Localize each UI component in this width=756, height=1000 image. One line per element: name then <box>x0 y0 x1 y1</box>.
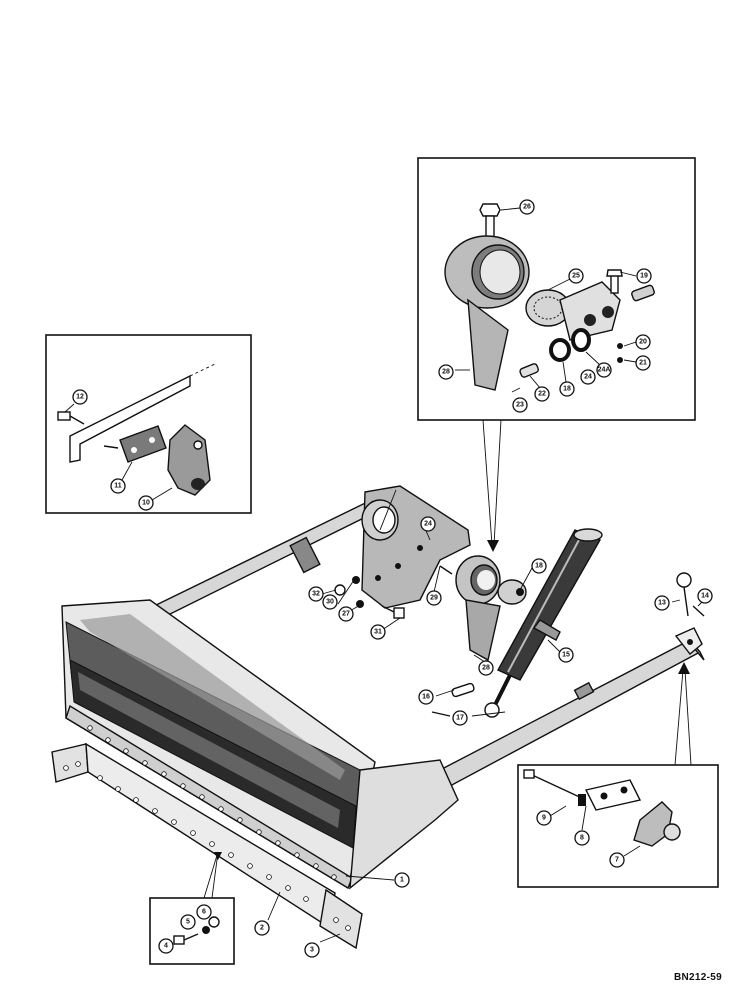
svg-text:31: 31 <box>374 629 382 636</box>
callout-29[interactable]: 29 <box>426 590 442 606</box>
callout-7[interactable]: 7 <box>609 852 625 868</box>
callout-32[interactable]: 32 <box>308 586 324 602</box>
svg-text:16: 16 <box>422 694 430 701</box>
edge-bolt <box>173 935 185 945</box>
callout-26[interactable]: 26 <box>519 199 535 215</box>
svg-text:24A: 24A <box>598 367 611 374</box>
callout-8[interactable]: 8 <box>574 830 590 846</box>
svg-text:9: 9 <box>542 815 546 822</box>
trunnion-yoke <box>559 281 621 341</box>
callout-20[interactable]: 20 <box>635 334 651 350</box>
push-arm-right <box>439 639 702 787</box>
svg-text:6: 6 <box>202 909 206 916</box>
trunnion-pin <box>519 363 540 378</box>
arrows-right-hitch <box>674 662 692 766</box>
svg-text:30: 30 <box>326 599 334 606</box>
hydraulic-cylinder <box>484 528 603 718</box>
callout-13-pin[interactable]: 13 <box>654 595 670 611</box>
callout-14[interactable]: 14 <box>697 588 713 604</box>
svg-text:26: 26 <box>523 204 531 211</box>
svg-text:4: 4 <box>164 943 168 950</box>
callout-18[interactable]: 18 <box>531 558 547 574</box>
svg-text:2: 2 <box>260 925 264 932</box>
svg-text:3: 3 <box>310 947 314 954</box>
figure-code: BN212-59 <box>674 972 722 983</box>
detail-box-left-hitch <box>45 334 252 514</box>
callout-5[interactable]: 5 <box>180 914 196 930</box>
hitch-plate-right <box>584 779 642 811</box>
svg-text:29: 29 <box>430 595 438 602</box>
svg-text:1: 1 <box>400 877 404 884</box>
callout-6[interactable]: 6 <box>196 904 212 920</box>
callout-11[interactable]: 11 <box>110 478 126 494</box>
callout-31[interactable]: 31 <box>370 624 386 640</box>
callout-28-frame[interactable]: 28 <box>478 660 494 676</box>
svg-text:28: 28 <box>442 369 450 376</box>
callout-3[interactable]: 3 <box>304 942 320 958</box>
callout-25[interactable]: 25 <box>568 268 584 284</box>
cutting-edge <box>51 742 363 950</box>
svg-text:18: 18 <box>535 563 543 570</box>
svg-text:13: 13 <box>658 600 666 607</box>
svg-text:32: 32 <box>312 591 320 598</box>
callout-4[interactable]: 4 <box>158 938 174 954</box>
callout-30[interactable]: 30 <box>322 594 338 610</box>
clamp-bolt-head <box>479 203 501 217</box>
callout-1[interactable]: 1 <box>394 872 410 888</box>
svg-text:25: 25 <box>572 273 580 280</box>
svg-text:20: 20 <box>639 339 647 346</box>
svg-text:21: 21 <box>639 360 647 367</box>
callout-12[interactable]: 12 <box>72 389 88 405</box>
svg-text:24: 24 <box>424 521 432 528</box>
svg-text:17: 17 <box>456 715 464 722</box>
callout-17[interactable]: 17 <box>452 710 468 726</box>
svg-text:22: 22 <box>538 391 546 398</box>
hitch-plate-left <box>119 425 167 463</box>
callout-28-detail[interactable]: 28 <box>438 364 454 380</box>
svg-text:24: 24 <box>584 374 592 381</box>
washer-24 <box>549 338 571 362</box>
dozer-blade <box>61 599 459 890</box>
svg-text:23: 23 <box>516 402 524 409</box>
callout-24a[interactable]: 24A <box>596 362 612 378</box>
svg-text:14: 14 <box>701 593 709 600</box>
arrows-trunnion <box>482 419 502 552</box>
callout-27[interactable]: 27 <box>338 606 354 622</box>
callout-19[interactable]: 19 <box>636 268 652 284</box>
callout-24[interactable]: 24 <box>580 369 596 385</box>
detail-box-right-hitch <box>517 764 719 888</box>
svg-text:27: 27 <box>342 611 350 618</box>
callout-9[interactable]: 9 <box>536 810 552 826</box>
callout-2[interactable]: 2 <box>254 920 270 936</box>
svg-text:12: 12 <box>76 394 84 401</box>
callout-23[interactable]: 23 <box>512 397 528 413</box>
svg-text:7: 7 <box>615 857 619 864</box>
svg-text:19: 19 <box>640 273 648 280</box>
callout-18-detail[interactable]: 18 <box>559 381 575 397</box>
svg-text:11: 11 <box>114 483 122 490</box>
callout-16[interactable]: 16 <box>418 689 434 705</box>
callout-22[interactable]: 22 <box>534 386 550 402</box>
svg-text:8: 8 <box>580 835 584 842</box>
callout-21[interactable]: 21 <box>635 355 651 371</box>
callout-10[interactable]: 10 <box>138 495 154 511</box>
detail-box-trunnion <box>417 157 696 421</box>
svg-text:5: 5 <box>186 919 190 926</box>
svg-text:28: 28 <box>482 665 490 672</box>
svg-text:10: 10 <box>142 500 150 507</box>
svg-text:18: 18 <box>563 386 571 393</box>
trunnion-support-arm <box>467 298 509 391</box>
detail-box-edge-hardware <box>149 897 235 965</box>
callout-15[interactable]: 15 <box>558 647 574 663</box>
washer-24a <box>571 328 591 352</box>
callout-24-frame[interactable]: 24 <box>420 516 436 532</box>
main-assembly <box>51 485 705 950</box>
svg-text:15: 15 <box>562 652 570 659</box>
